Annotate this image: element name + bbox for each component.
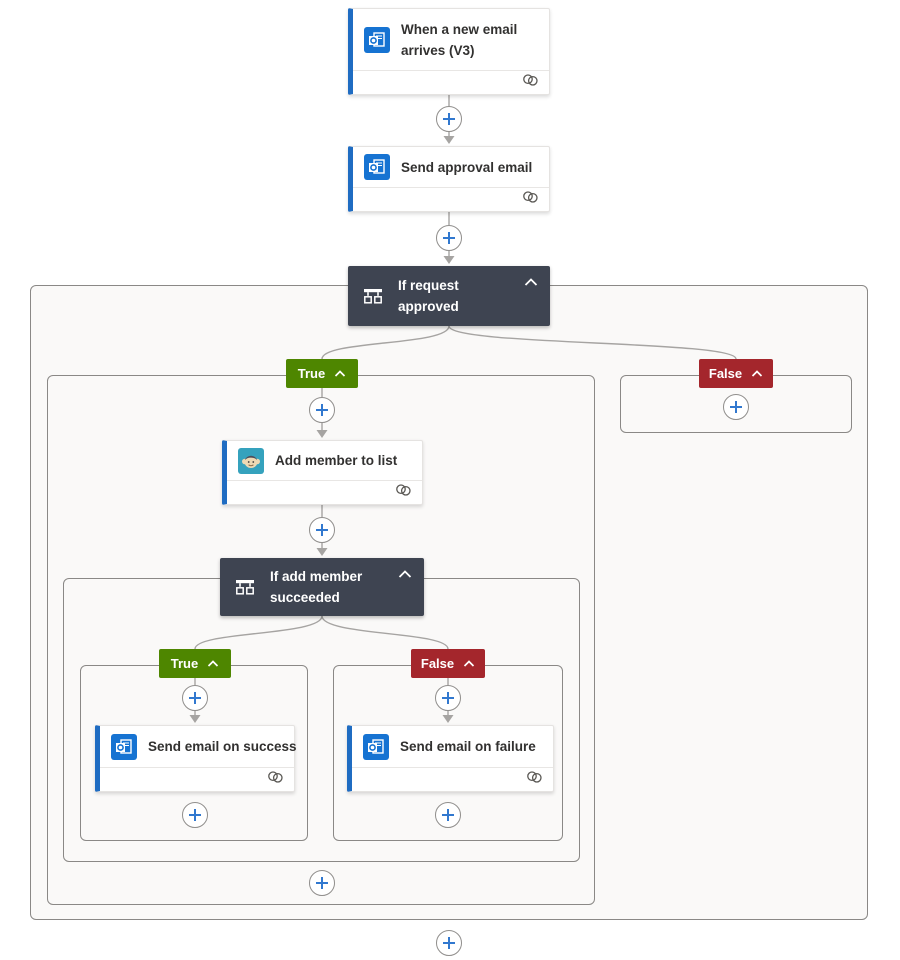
plus-icon bbox=[316, 404, 328, 416]
plus-icon bbox=[443, 113, 455, 125]
card-footer bbox=[227, 480, 422, 504]
plus-icon bbox=[442, 809, 454, 821]
card-footer bbox=[353, 70, 549, 94]
plus-icon bbox=[442, 692, 454, 704]
add-step-after-add-member-button[interactable] bbox=[309, 517, 335, 543]
action-card-send-email-on-failure[interactable]: Send email on failure bbox=[347, 725, 554, 792]
chevron-up-icon bbox=[751, 370, 763, 377]
outlook-icon bbox=[363, 733, 389, 760]
plus-icon bbox=[316, 524, 328, 536]
card-footer bbox=[100, 767, 294, 791]
card-title: When a new email arrives (V3) bbox=[401, 21, 518, 58]
branch-badge-true-inner[interactable]: True bbox=[159, 649, 231, 678]
chevron-up-icon[interactable] bbox=[398, 570, 412, 578]
add-step-end-true-branch-button[interactable] bbox=[309, 870, 335, 896]
card-footer bbox=[352, 767, 553, 791]
branch-badge-false-outer[interactable]: False bbox=[699, 359, 773, 388]
card-title: Send approval email bbox=[401, 159, 533, 175]
add-step-end-of-flow-button[interactable] bbox=[436, 930, 462, 956]
plus-icon bbox=[189, 809, 201, 821]
action-card-send-email-on-success[interactable]: Send email on success bbox=[95, 725, 297, 792]
branch-badge-label: True bbox=[297, 366, 326, 381]
card-header: Send approval email bbox=[353, 147, 549, 187]
branch-badge-label: True bbox=[170, 656, 199, 671]
add-step-false-branch-button[interactable] bbox=[723, 394, 749, 420]
plus-icon bbox=[316, 877, 328, 889]
condition-title: If request approved bbox=[398, 278, 459, 314]
trigger-card-when-a-new-email-arrives[interactable]: When a new email arrives (V3) bbox=[348, 8, 550, 95]
condition-title: If add member succeeded bbox=[270, 569, 363, 605]
branch-badge-false-inner[interactable]: False bbox=[411, 649, 485, 678]
add-step-after-approval-button[interactable] bbox=[436, 225, 462, 251]
condition-icon bbox=[234, 579, 256, 596]
card-header: Send email on failure bbox=[352, 726, 553, 767]
outlook-icon bbox=[364, 154, 390, 180]
plus-icon bbox=[443, 232, 455, 244]
branch-badge-label: False bbox=[420, 656, 455, 671]
card-title: Add member to list bbox=[275, 453, 398, 468]
condition-card-if-request-approved[interactable]: If request approved bbox=[348, 266, 550, 326]
link-icon bbox=[395, 483, 412, 502]
chevron-up-icon bbox=[463, 660, 475, 667]
add-step-after-trigger-button[interactable] bbox=[436, 106, 462, 132]
condition-icon bbox=[362, 288, 384, 305]
chevron-up-icon bbox=[334, 370, 346, 377]
branch-badge-label: False bbox=[708, 366, 743, 381]
card-header: When a new email arrives (V3) bbox=[353, 9, 549, 70]
condition-card-if-add-member-succeeded[interactable]: If add member succeeded bbox=[220, 558, 424, 616]
chevron-up-icon[interactable] bbox=[524, 278, 538, 286]
link-icon bbox=[267, 770, 284, 789]
card-header: Add member to list bbox=[227, 441, 422, 480]
chevron-up-icon bbox=[207, 660, 219, 667]
add-step-true-branch-button[interactable] bbox=[309, 397, 335, 423]
add-step-inner-false-button[interactable] bbox=[435, 685, 461, 711]
action-card-send-approval-email[interactable]: Send approval email bbox=[348, 146, 550, 212]
add-step-after-success-button[interactable] bbox=[182, 802, 208, 828]
link-icon bbox=[522, 190, 539, 209]
add-step-after-failure-button[interactable] bbox=[435, 802, 461, 828]
outlook-icon bbox=[364, 26, 390, 53]
link-icon bbox=[526, 770, 543, 789]
add-step-inner-true-button[interactable] bbox=[182, 685, 208, 711]
plus-icon bbox=[730, 401, 742, 413]
card-title: Send email on success bbox=[148, 739, 297, 754]
card-title: Send email on failure bbox=[400, 739, 536, 754]
mailchimp-icon bbox=[238, 447, 264, 474]
action-card-add-member-to-list[interactable]: Add member to list bbox=[222, 440, 423, 505]
plus-icon bbox=[443, 937, 455, 949]
outlook-icon bbox=[111, 733, 137, 760]
card-footer bbox=[353, 187, 549, 211]
link-icon bbox=[522, 73, 539, 92]
branch-badge-true-outer[interactable]: True bbox=[286, 359, 358, 388]
card-header: Send email on success bbox=[100, 726, 297, 767]
plus-icon bbox=[189, 692, 201, 704]
